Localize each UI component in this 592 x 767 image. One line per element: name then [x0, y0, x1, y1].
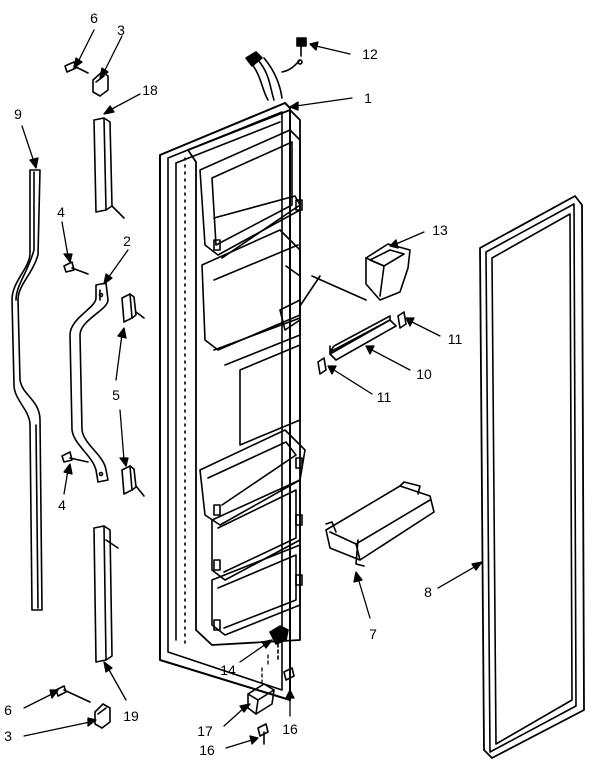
ice-chute-13	[300, 244, 410, 306]
screw-16-upper	[284, 668, 294, 690]
hinge-14	[270, 626, 288, 660]
callout-4-top: 4	[57, 204, 65, 220]
callout-12: 12	[362, 46, 378, 62]
callout-14: 14	[220, 662, 236, 678]
callout-5: 5	[112, 387, 120, 403]
screw-12	[297, 38, 306, 56]
clip-5-bottom	[122, 466, 144, 496]
callout-11-left: 11	[376, 389, 392, 405]
clip-5-top	[122, 294, 144, 322]
door-panel	[160, 103, 300, 700]
callout-6-bottom: 6	[4, 702, 12, 718]
trim-18	[94, 118, 124, 218]
clip-11-right	[398, 312, 406, 328]
end-cap-bottom	[95, 704, 110, 728]
leader-lines	[22, 30, 482, 748]
callout-16-bottom: 16	[199, 742, 215, 758]
callout-3-top: 3	[117, 22, 125, 38]
callout-10: 10	[416, 366, 432, 382]
bracket-17	[248, 684, 274, 714]
screw-4-top	[64, 262, 88, 274]
callout-13: 13	[432, 222, 448, 238]
callout-8: 8	[424, 584, 432, 600]
top-bin	[200, 130, 302, 258]
screw-6-bottom	[56, 686, 90, 702]
callout-4-bottom: 4	[58, 497, 66, 513]
dispenser-housing	[202, 230, 300, 445]
callout-7: 7	[369, 626, 377, 642]
screw-16-lower	[258, 724, 268, 744]
trim-19	[94, 526, 118, 662]
callout-11-right: 11	[447, 331, 463, 347]
gasket-frame-8	[480, 196, 584, 758]
callout-6-top: 6	[90, 10, 98, 26]
door-bin-7	[326, 482, 434, 566]
callout-1: 1	[364, 90, 372, 106]
callout-19: 19	[123, 708, 139, 724]
trim-bar-10	[330, 316, 396, 360]
callout-2: 2	[123, 233, 131, 249]
callout-9: 9	[14, 106, 22, 122]
callout-16-right: 16	[282, 721, 298, 737]
screw-6-top	[65, 62, 88, 73]
gasket-strip-left	[12, 170, 42, 610]
callout-3-bottom: 3	[4, 728, 12, 744]
wire-harness	[246, 52, 302, 100]
lower-bins	[200, 430, 305, 635]
callout-17: 17	[197, 723, 213, 739]
callout-18: 18	[142, 82, 158, 98]
clip-11-left	[318, 358, 326, 374]
handle-2	[70, 283, 108, 482]
screw-4-bottom	[62, 452, 88, 462]
